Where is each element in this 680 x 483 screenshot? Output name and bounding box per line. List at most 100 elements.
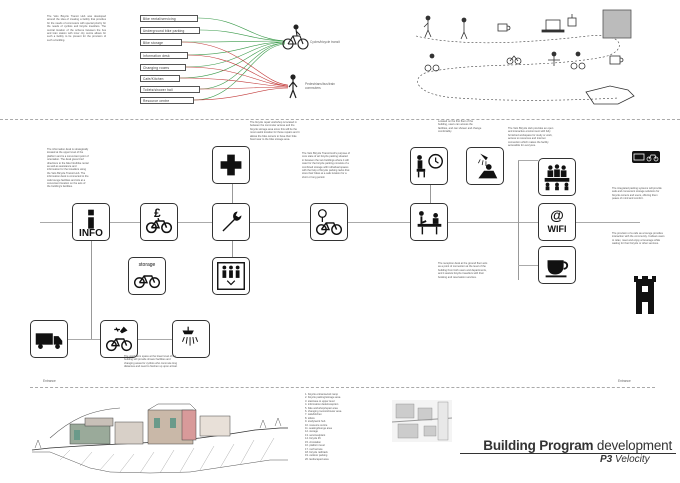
intro-paragraph: The Velo Bicycle Transit Hub was develop… [47,15,106,42]
at-icon: @ [550,207,564,223]
wrench-icon [222,211,242,232]
program-link-diagram: Bike rental/servicing Underground bike p… [140,12,340,107]
reception-desk-icon [417,211,442,235]
bike-rail-icon [633,153,659,162]
title-light: development [596,438,672,453]
cyclist-label: Cycles/bicycle transit [310,40,340,44]
repair-annotation: The bicycle repair workshop is located i… [250,121,300,142]
meeting-group-icon [544,164,570,191]
legend-item: 18. bicycle rail/track [305,450,328,454]
waiting-room-icon [416,153,443,178]
link-lines [179,17,309,101]
storage-label: storage [138,262,156,268]
bicycle-icon [145,217,173,234]
shower-node [172,320,210,358]
program-tag: Information desk [140,52,188,59]
wifi-node: @ WIFI [538,203,576,241]
legend-item: 3. staircase to upper level [305,399,335,403]
subtitle-bold: P3 [600,454,613,465]
shower-icon [182,326,199,346]
legend-item: 4. information desk/reception [305,403,339,407]
currency-label: £ [154,206,161,220]
parking-annotation: The Velo Bicycle Transit Hub's purpose o… [302,152,350,179]
reception-annotation: The reception desk at the ground floor a… [438,262,488,279]
legend-item: 17. roof terrace [305,447,323,451]
legend-item: 11. seating/lounge area [305,427,332,431]
repair-node [212,203,250,241]
pedestrian-label: Pedestrians/bus/train commuters [305,82,335,90]
section-legend: 1. bicycle entrance/exit ramp 2. bicycle… [305,393,375,461]
program-tag: Toilets/shower hall [140,86,200,93]
first-aid-node [212,146,250,184]
section-divider-top [0,119,680,120]
landmark-node [632,268,658,314]
legend-item: 8. toilets [305,416,315,420]
legend-item: 13. services/plant [305,433,326,437]
legend-item: 15. circulation [305,440,322,444]
bike-parking-icon [315,209,343,236]
legend-item: 12. storage [305,430,318,434]
truck-icon [35,333,63,349]
bike-tools-icon [105,326,133,352]
cafe-node [538,246,576,284]
legend-item: 20. landscaped area [305,457,329,461]
connector [518,160,519,280]
legend-item: 7. cafe/kitchen [305,413,322,417]
pedestrian-figure-icon [288,74,298,99]
changing-annotation: Located on the first floor of the buildi… [438,120,482,134]
program-tag: Bike storage [140,39,182,46]
axis-label-left: Entrance [43,379,56,383]
section-divider-bottom [30,387,655,388]
lift-node [212,257,250,295]
hub-node [538,158,576,196]
title-bold: Building Program [483,438,594,453]
wifi-label: WIFI [547,224,567,234]
connector [518,265,538,266]
legend-item: 16. platform level [305,444,325,448]
reception-node [410,203,448,241]
bicycle-icon [133,275,161,289]
coffee-cup-icon [545,260,569,278]
delivery-node [30,320,68,358]
user-journey-sketch [415,9,635,105]
legend-item: 5. bike workshop/repair area [305,406,338,410]
connector [518,160,538,161]
subtitle-light: Velocity [615,454,650,465]
program-tag: Resource centre [140,97,194,104]
legend-item: 9. study/work hub [305,420,326,424]
info-node: INFO [72,203,110,241]
title-block: Building Program development [460,438,676,454]
legend-item: 19. outdoor parking [305,454,328,458]
legend-item: 6. changing rooms/shower area [305,410,342,414]
context-sketch [392,400,452,442]
bike-wash-node [100,320,138,358]
legend-item: 2. bicycle parking/storage area [305,396,341,400]
shower-person-icon [478,153,498,179]
program-tag: Underground bike parking [140,27,200,34]
program-tag: Changing rooms [140,64,186,71]
cross-icon [220,154,242,176]
tower-icon [634,276,656,314]
legend-item: 14. bicycle lift [305,437,321,441]
info-icon [88,209,94,229]
connector [430,160,431,220]
cyclist-figure-icon [282,24,309,50]
axis-label-right: Entrance [618,379,631,383]
storage-node: storage [128,257,166,295]
info-label: INFO [79,228,103,239]
sub-title: P3 Velocity [600,454,676,465]
waiting-node [410,147,448,185]
bike-parking-node [310,203,348,241]
connector [91,222,92,339]
legend-item: 1. bicycle entrance/exit ramp [305,393,339,396]
program-tag: Bike rental/servicing [140,15,198,22]
legend-item: 10. resource centre [305,423,328,427]
bike-rail-sign [632,151,660,163]
info-annotation: The information desk is strategically lo… [47,148,89,189]
main-title: Building Program development [460,438,676,453]
bikerail-annotation: The integrated parking systems will prov… [612,187,662,201]
cafe-annotation: The provision of a cafe as a lounge prov… [612,232,665,246]
shower-annotation: The washroom space at the lower level of… [124,355,178,369]
bike-rental-node: £ [140,203,178,241]
elevator-icon [217,262,245,290]
